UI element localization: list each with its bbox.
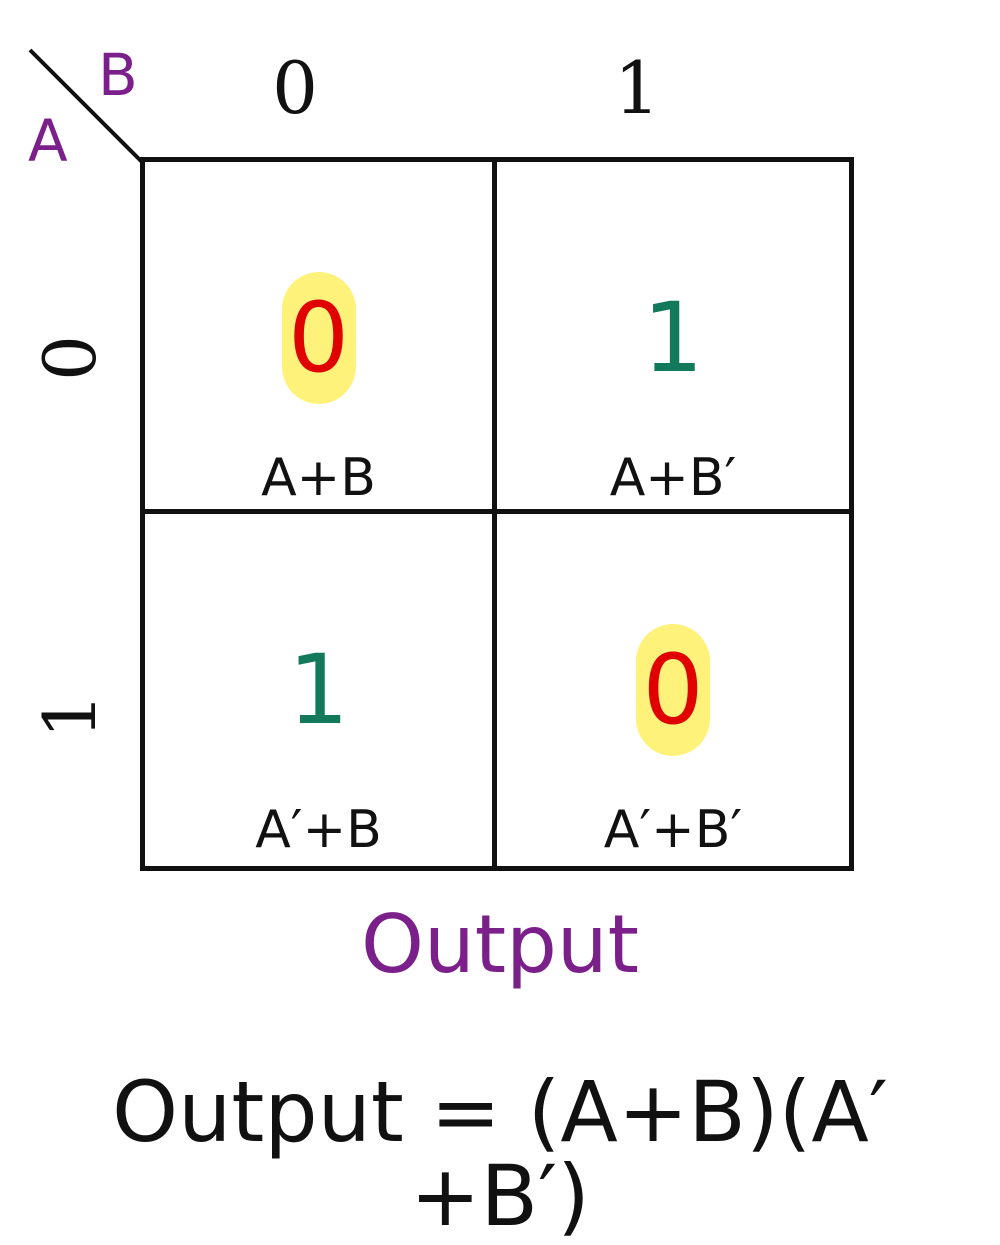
cell-value-highlighted: 0: [281, 272, 356, 404]
kmap-cell-a0-b0: 0 A+B: [145, 162, 497, 514]
kmap-cell-a0-b1: 1 A+B′: [497, 162, 849, 514]
cell-maxterm: A+B: [261, 448, 376, 508]
column-variable-label: B: [98, 41, 138, 109]
cell-value: 1: [287, 634, 350, 746]
row-variable-label: A: [28, 107, 68, 175]
kmap-cell-a1-b1: 0 A′+B′: [497, 514, 849, 866]
row-header-1: 1: [28, 693, 112, 739]
cell-maxterm: A′+B′: [603, 800, 743, 860]
column-header-0: 0: [272, 46, 318, 130]
output-equation: Output = (A+B)(A′+B′): [112, 1063, 888, 1245]
row-header-0: 0: [28, 335, 112, 381]
kmap-cell-a1-b0: 1 A′+B: [145, 514, 497, 866]
cell-maxterm: A+B′: [609, 448, 737, 508]
map-caption: Output: [361, 898, 639, 991]
cell-value: 1: [642, 282, 704, 394]
cell-maxterm: A′+B: [255, 800, 382, 860]
column-header-1: 1: [614, 46, 660, 130]
karnaugh-map-grid: 0 A+B 1 A+B′ 1 A′+B 0 A′+B′: [140, 157, 854, 871]
cell-value-highlighted: 0: [636, 624, 710, 756]
